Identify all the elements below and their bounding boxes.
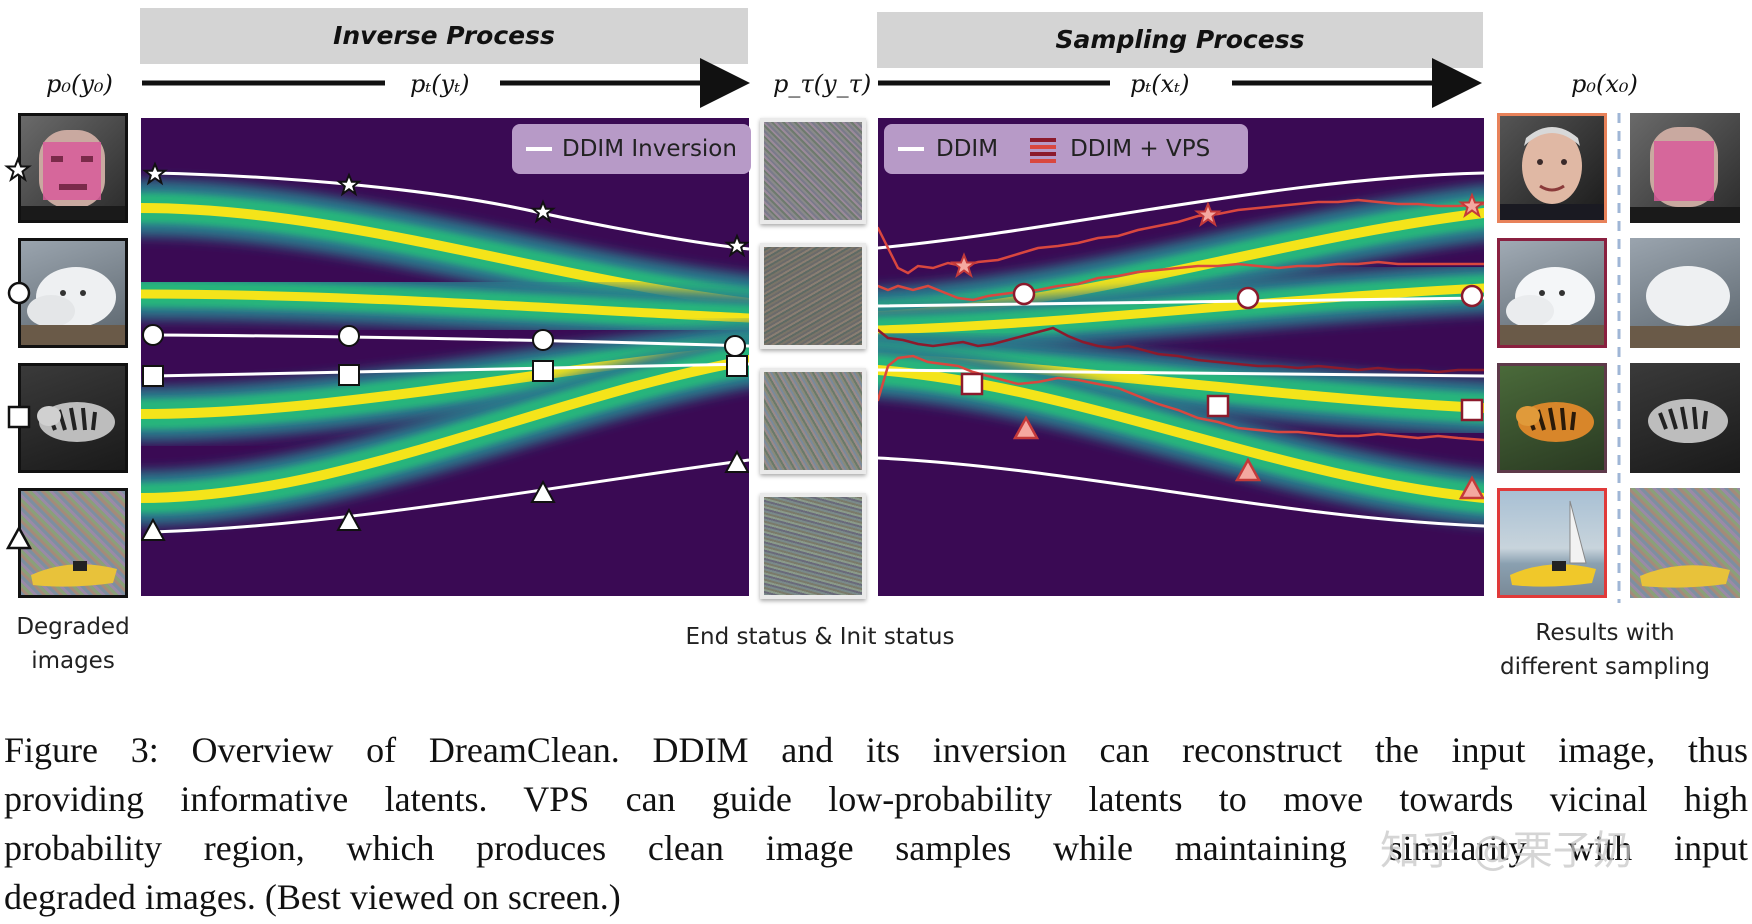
degraded-copy-face [1630, 113, 1740, 223]
image-thumbnail-icon [21, 130, 125, 220]
degraded-images-label: Degraded images [16, 614, 130, 674]
image-thumbnail-icon [1500, 127, 1604, 220]
label-pt-yt: pₜ(yₜ) [410, 70, 470, 98]
result-image-tiger [1497, 363, 1607, 473]
inverse-process-header: Inverse Process [140, 8, 748, 64]
left-markers [4, 156, 33, 550]
degraded-copy-kayak [1630, 488, 1740, 598]
legend-label-ddim-inversion: DDIM Inversion [562, 136, 737, 162]
inverse-process-plot [141, 118, 749, 596]
degraded-image-face [18, 113, 128, 223]
image-thumbnail-icon [1500, 267, 1604, 345]
sampling-process-header: Sampling Process [877, 12, 1483, 68]
end-init-status-label: End status & Init status [685, 624, 955, 650]
white-line-icon [526, 147, 552, 151]
result-image-fox [1497, 238, 1607, 348]
degraded-image-fox [18, 238, 128, 348]
legend-ddim-vps: DDIM DDIM + VPS [884, 124, 1248, 174]
image-thumbnail-icon [1516, 402, 1594, 442]
noise-image-1 [760, 118, 866, 224]
image-thumbnail-icon [37, 402, 115, 442]
square-icon [7, 405, 31, 429]
figure-caption: Figure 3: Overview of DreamClean. DDIM a… [4, 726, 1748, 922]
caption-line-2: providing informative latents. VPS can g… [4, 779, 1748, 819]
watermark: 知乎 @栗子奶 [1380, 828, 1633, 874]
image-thumbnail-icon [1648, 399, 1728, 443]
arrows-layer [142, 58, 1482, 108]
noise-image-3 [760, 368, 866, 474]
red-lines-icon [1030, 138, 1057, 163]
result-image-face [1497, 113, 1607, 223]
legend-label-ddim: DDIM [936, 136, 999, 162]
image-thumbnail-icon [1630, 266, 1740, 348]
label-ptau-ytau: p_τ(y_τ) [773, 70, 872, 98]
degraded-copy-tiger [1630, 363, 1740, 473]
noise-image-2 [760, 243, 866, 349]
label-p0-y0: p₀(y₀) [46, 70, 113, 98]
image-thumbnail-icon [1630, 127, 1740, 223]
results-label: Results with different sampling [1499, 620, 1711, 680]
caption-line-4: degraded images. (Best viewed on screen.… [4, 877, 621, 917]
image-thumbnail-icon [21, 267, 125, 345]
legend-label-ddim-vps: DDIM + VPS [1070, 136, 1211, 162]
caption-line-3: probability region, which produces clean… [4, 828, 1748, 868]
legend-ddim-inversion: DDIM Inversion [512, 124, 751, 174]
image-thumbnail-icon [1640, 565, 1730, 588]
image-thumbnail-icon [1510, 500, 1596, 587]
degraded-copy-fox [1630, 238, 1740, 348]
degraded-image-tiger [18, 363, 128, 473]
circle-icon [7, 281, 31, 305]
dashed-divider [1617, 113, 1621, 603]
result-image-kayak [1497, 488, 1607, 598]
sampling-process-plot [878, 118, 1484, 596]
label-p0-x0: p₀(x₀) [1571, 70, 1638, 98]
degraded-image-kayak [18, 488, 128, 598]
image-thumbnail-icon [31, 561, 117, 587]
caption-line-1: Figure 3: Overview of DreamClean. DDIM a… [4, 730, 1748, 770]
noise-image-4 [760, 493, 866, 599]
triangle-icon [5, 525, 33, 550]
label-pt-xt: pₜ(xₜ) [1130, 70, 1190, 98]
star-icon [4, 156, 32, 183]
white-line-icon [898, 147, 924, 151]
